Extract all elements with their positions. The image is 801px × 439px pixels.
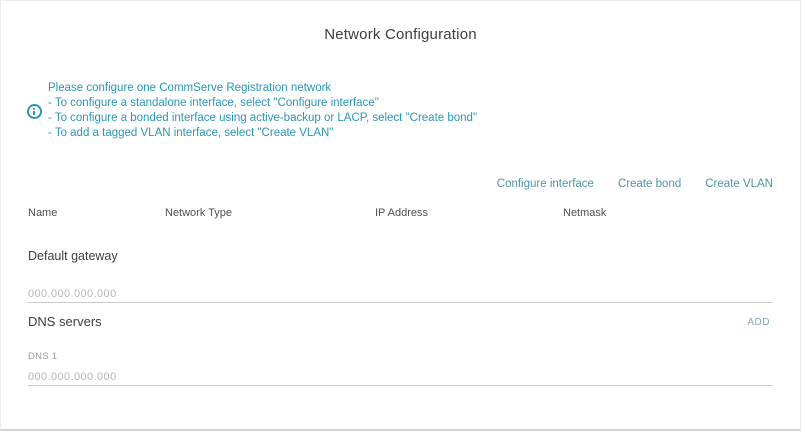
interface-actions: Configure interface Create bond Create V… [497,178,773,190]
column-header-name: Name [28,207,58,219]
dns1-label: DNS 1 [28,351,58,362]
dns-servers-label: DNS servers [28,314,102,329]
page-title: Network Configuration [324,26,477,43]
info-line: - To configure a standalone interface, s… [48,97,379,109]
create-bond-link[interactable]: Create bond [617,178,682,190]
info-banner: Please configure one CommServe Registrat… [27,81,477,141]
default-gateway-label: Default gateway [28,249,118,263]
add-dns-button[interactable]: ADD [747,317,770,328]
info-icon [27,104,42,119]
info-text-block: Please configure one CommServe Registrat… [48,81,477,141]
info-line: - To configure a bonded interface using … [48,112,478,124]
info-line: Please configure one CommServe Registrat… [48,82,332,94]
configure-interface-link[interactable]: Configure interface [496,178,594,190]
column-header-netmask: Netmask [563,207,607,219]
column-header-ip-address: IP Address [375,207,428,219]
dns1-input[interactable] [28,368,773,386]
create-vlan-link[interactable]: Create VLAN [705,178,773,190]
info-line: - To add a tagged VLAN interface, select… [48,127,334,139]
column-header-network-type: Network Type [165,207,233,219]
default-gateway-input[interactable] [28,285,773,303]
